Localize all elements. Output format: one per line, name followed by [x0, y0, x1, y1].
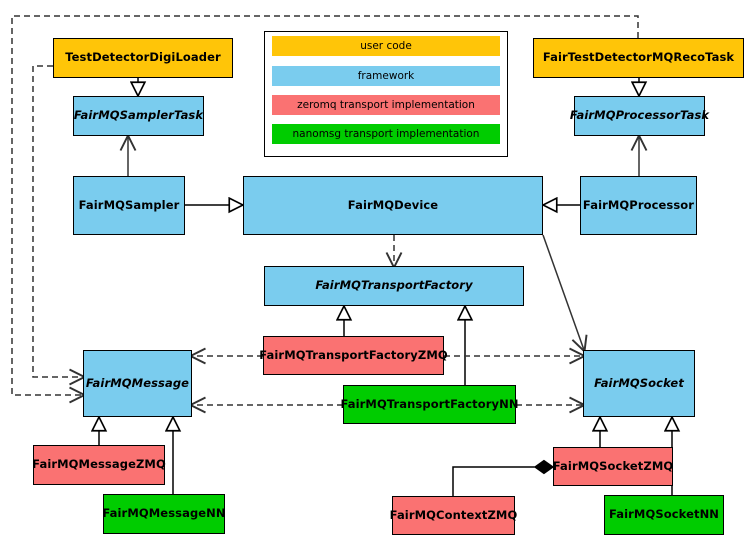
class-node-label: FairMQMessageNN: [102, 506, 226, 521]
class-node-FairMQTransportFactory[interactable]: FairMQTransportFactory: [264, 266, 524, 306]
legend-item-user-code: user code: [272, 36, 500, 56]
edge-composition: [452, 467, 553, 496]
class-node-FairMQDevice[interactable]: FairMQDevice: [243, 176, 543, 235]
edge-association: [542, 234, 584, 350]
class-node-TestDetectorDigiLoader[interactable]: TestDetectorDigiLoader: [53, 38, 233, 78]
legend-label-framework: framework: [357, 70, 415, 82]
class-node-label: FairMQContextZMQ: [389, 507, 518, 522]
class-node-FairMQSamplerTask[interactable]: FairMQSamplerTask: [73, 96, 204, 136]
class-node-label: FairMQMessage: [85, 375, 190, 390]
class-node-FairMQProcessorTask[interactable]: FairMQProcessorTask: [570, 96, 709, 136]
class-node-label: FairMQSocketNN: [608, 507, 720, 522]
class-node-FairMQTransportFactoryNN[interactable]: FairMQTransportFactoryNN: [340, 385, 519, 424]
class-node-FairMQSocket[interactable]: FairMQSocket: [583, 350, 695, 417]
legend-label-nanomsg: nanomsg transport implementation: [292, 128, 480, 140]
class-node-label: FairMQTransportFactoryNN: [340, 396, 519, 411]
class-node-FairMQSocketNN[interactable]: FairMQSocketNN: [604, 495, 724, 535]
class-node-label: FairMQSamplerTask: [73, 108, 204, 123]
class-node-label: FairMQTransportFactoryZMQ: [259, 347, 448, 362]
class-node-label: FairMQProcessorTask: [569, 108, 710, 123]
class-node-FairMQProcessor[interactable]: FairMQProcessor: [580, 176, 697, 235]
class-node-label: FairMQMessageZMQ: [32, 457, 166, 472]
class-node-FairMQTransportFactoryZMQ[interactable]: FairMQTransportFactoryZMQ: [259, 336, 448, 375]
class-node-label: FairMQTransportFactory: [315, 278, 473, 293]
class-node-label: FairMQDevice: [347, 197, 439, 212]
class-node-label: TestDetectorDigiLoader: [65, 50, 221, 65]
legend-label-zeromq: zeromq transport implementation: [297, 99, 475, 111]
class-node-label: FairTestDetectorMQRecoTask: [542, 50, 735, 65]
class-node-FairTestDetectorMQRecoTask[interactable]: FairTestDetectorMQRecoTask: [533, 38, 744, 78]
class-node-label: FairMQProcessor: [582, 197, 695, 212]
legend-item-nanomsg: nanomsg transport implementation: [272, 124, 500, 144]
class-node-FairMQSocketZMQ[interactable]: FairMQSocketZMQ: [553, 447, 673, 486]
class-node-FairMQMessageNN[interactable]: FairMQMessageNN: [102, 494, 226, 534]
legend-item-framework: framework: [272, 66, 500, 86]
class-node-FairMQMessageZMQ[interactable]: FairMQMessageZMQ: [32, 445, 166, 485]
legend-item-zeromq: zeromq transport implementation: [272, 95, 500, 115]
class-node-label: FairMQSocketZMQ: [552, 458, 674, 473]
class-node-label: FairMQSampler: [78, 197, 180, 212]
class-node-FairMQSampler[interactable]: FairMQSampler: [73, 176, 185, 235]
class-node-label: FairMQSocket: [594, 375, 684, 390]
class-node-FairMQMessage[interactable]: FairMQMessage: [83, 350, 192, 417]
class-node-FairMQContextZMQ[interactable]: FairMQContextZMQ: [389, 496, 518, 535]
legend-label-user-code: user code: [360, 40, 412, 52]
